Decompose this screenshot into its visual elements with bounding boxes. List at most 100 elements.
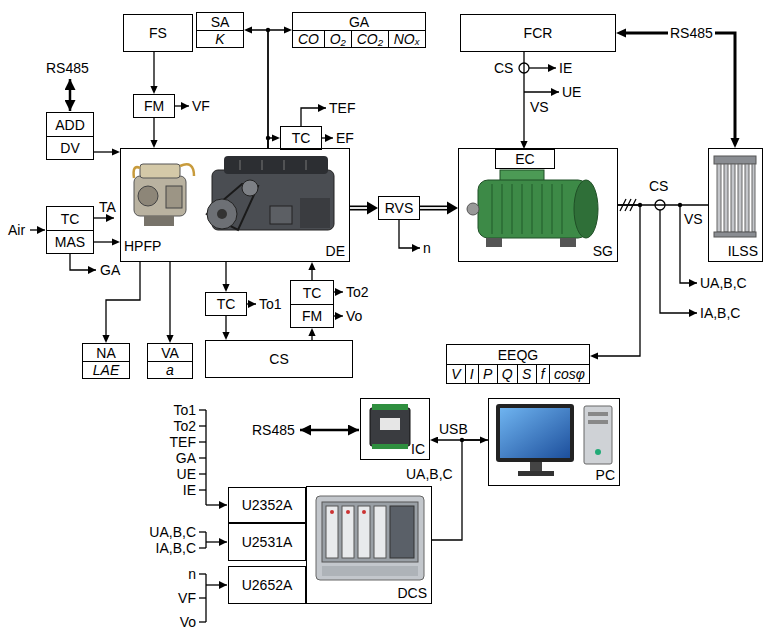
connector-line: [94, 241, 114, 242]
pump-illustration: [134, 164, 194, 226]
node-label: IC: [411, 441, 425, 457]
signal-label: Vo: [346, 308, 362, 324]
arrow-head: [308, 262, 315, 270]
connector-line: [250, 30, 268, 148]
engine-illustration: [207, 156, 334, 230]
signal-label: n: [423, 240, 431, 256]
signal-label: CS: [494, 60, 513, 76]
arrow-head: [222, 284, 229, 292]
connector: [94, 238, 120, 245]
arrow-head: [112, 238, 120, 245]
cell-label: cosφ: [554, 366, 585, 382]
signal-label: To1: [173, 402, 196, 418]
table-cell: DV: [47, 136, 93, 159]
module-box: U2352A: [228, 487, 306, 523]
node-label: LAE: [93, 362, 119, 378]
node-label: FS: [149, 25, 167, 41]
table-cell: Q: [497, 365, 517, 383]
air-sensor-box: TC MAS: [46, 206, 94, 254]
signal-label: UA,B,C: [149, 524, 196, 540]
table-cell: NA: [83, 344, 129, 361]
node-label: SG: [593, 243, 613, 259]
gas-analyzer-table: GACOO₂CO₂NOₓ: [292, 12, 426, 48]
node-label: FM: [302, 308, 322, 324]
node-label: U2531A: [242, 534, 293, 550]
connector: [244, 26, 268, 148]
table-cell: ADD: [47, 113, 93, 136]
leader-line: [524, 91, 559, 92]
node-label: DV: [60, 140, 79, 156]
leader-line: [94, 217, 114, 218]
leader-line: [301, 108, 326, 126]
signal-label: To2: [346, 284, 369, 300]
signal-label: VF: [192, 98, 210, 114]
signal-label: IA,B,C: [156, 540, 196, 556]
table-cell: CO₂: [351, 31, 388, 47]
table-cell: P: [478, 365, 497, 383]
arrow-head: [272, 134, 280, 141]
table-cell: f: [536, 365, 549, 383]
exciter-box: EC: [495, 149, 555, 169]
table-cell: MAS: [47, 230, 93, 253]
connector: [432, 440, 488, 540]
node-label: TC: [61, 211, 80, 227]
fuel-system-box: FS: [123, 14, 193, 52]
regulator-box: FCR: [460, 14, 616, 52]
vibration-box: VAa: [147, 343, 193, 379]
leader-line: [322, 137, 333, 138]
load-illustration: [714, 156, 756, 237]
signal-label: UE: [562, 84, 581, 100]
table-cell: O₂: [324, 31, 351, 47]
connector: [616, 29, 740, 149]
signal-label: UA,B,C: [700, 275, 747, 291]
node-label: K: [215, 31, 224, 47]
daq-illustration: [316, 496, 424, 580]
table-cell: K: [197, 30, 243, 47]
connector-line: [153, 118, 154, 142]
leader-line: [70, 254, 96, 270]
signal-bus: [199, 410, 227, 622]
node-label: a: [166, 362, 174, 378]
node-label: U2652A: [242, 577, 293, 593]
table-row: VIPQSfcosφ: [447, 364, 589, 383]
table-cell: VA: [148, 344, 192, 361]
signal-label: RS485: [252, 422, 295, 438]
noise-box: NALAE: [82, 343, 130, 379]
table-header: EEQG: [447, 345, 589, 364]
connector-line: [432, 440, 488, 540]
signal-label: VF: [178, 590, 196, 606]
signal-label: VS: [684, 211, 703, 227]
signal-label: Air: [8, 222, 25, 238]
connector: [150, 118, 157, 148]
arrow-head: [166, 335, 173, 343]
connector-line: [523, 52, 524, 143]
signal-label: UA,B,C: [406, 466, 453, 482]
table-row: COO₂CO₂NOₓ: [293, 30, 425, 47]
leader-line: [247, 303, 256, 304]
connector: [350, 201, 378, 214]
node-label: FCR: [524, 25, 553, 41]
connector-line: [169, 262, 170, 337]
module-box: U2652A: [228, 566, 306, 604]
sensor-box: TC: [280, 126, 322, 150]
signal-label: TEF: [170, 434, 196, 450]
node-label: EC: [515, 151, 534, 167]
signal-label: IA,B,C: [700, 305, 740, 321]
node-label: DCS: [397, 585, 427, 601]
computer-box: PC: [488, 398, 620, 486]
connector-line: [623, 33, 735, 141]
bus-arrow: [69, 79, 72, 111]
cell-label: O₂: [330, 31, 346, 47]
cell-label: Q: [502, 366, 513, 382]
cell-label: CO₂: [357, 31, 383, 47]
cell-label: V: [451, 366, 460, 382]
signal-label: GA: [176, 450, 196, 466]
leader-line: [175, 105, 189, 106]
signal-label: TA: [99, 199, 116, 215]
node-label: ADD: [55, 117, 85, 133]
signal-label: IE: [559, 60, 572, 76]
generator-illustration: [467, 170, 598, 247]
arrow-head: [150, 86, 157, 94]
connector: [308, 328, 315, 340]
